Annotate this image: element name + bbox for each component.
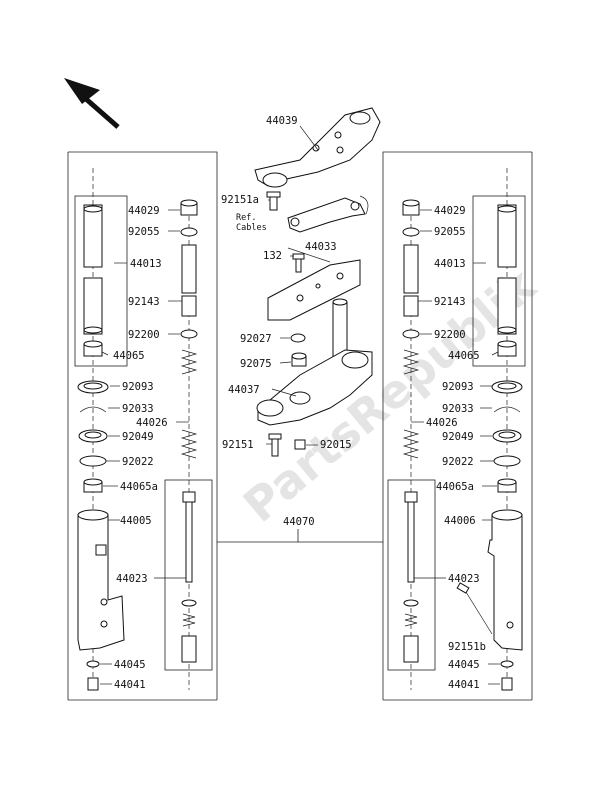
left-seal-92049 xyxy=(78,429,108,443)
right-spacer-92143 xyxy=(403,244,419,317)
label-left-92143: 92143 xyxy=(128,296,160,308)
right-outer-tube-44006 xyxy=(487,509,523,651)
label-right-92049: 92049 xyxy=(442,431,474,443)
right-inner-tube-part xyxy=(497,204,517,335)
left-outer-tube-44005 xyxy=(77,509,125,651)
left-damper-box xyxy=(164,479,213,671)
direction-arrow-icon xyxy=(64,78,120,129)
left-circlip-92033 xyxy=(79,406,107,413)
left-washer-44045 xyxy=(86,660,100,668)
label-left-44041: 44041 xyxy=(114,679,146,691)
left-oring-92055 xyxy=(180,227,198,237)
label-left-92049: 92049 xyxy=(122,431,154,443)
label-left-92093: 92093 xyxy=(122,381,154,393)
left-bolt-44041 xyxy=(87,677,99,691)
left-spacer-92143 xyxy=(181,244,197,317)
annotation-ref: Ref. xyxy=(236,213,256,223)
left-inner-tube-part xyxy=(83,204,103,335)
label-44070: 44070 xyxy=(283,516,315,528)
right-seal-92049 xyxy=(492,429,522,443)
right-washer-92022 xyxy=(493,455,521,467)
left-spring-44026 xyxy=(180,349,198,459)
right-washer-92200 xyxy=(402,329,420,339)
label-right-44029: 44029 xyxy=(434,205,466,217)
label-44037: 44037 xyxy=(228,384,260,396)
label-left-44065a: 44065a xyxy=(120,481,158,493)
right-bushing-44065 xyxy=(497,340,517,357)
right-circlip-92033 xyxy=(493,406,521,413)
bolt-92151-part xyxy=(268,433,282,457)
leader-lines xyxy=(100,125,500,685)
label-right-44041: 44041 xyxy=(448,679,480,691)
label-left-92033: 92033 xyxy=(122,403,154,415)
right-spring-44026 xyxy=(402,349,420,459)
right-bushing-44065a xyxy=(497,478,517,493)
label-right-92151b: 92151b xyxy=(448,641,486,653)
right-washer-44045 xyxy=(500,660,514,668)
washer-92027-part xyxy=(290,333,306,343)
label-right-44065a: 44065a xyxy=(436,481,474,493)
label-left-44005: 44005 xyxy=(120,515,152,527)
label-92027: 92027 xyxy=(240,333,272,345)
label-left-44023: 44023 xyxy=(116,573,148,585)
left-washer-92022 xyxy=(79,455,107,467)
left-washer-92200 xyxy=(180,329,198,339)
label-right-92033: 92033 xyxy=(442,403,474,415)
right-oil-seal-92093 xyxy=(491,380,523,394)
right-oring-92055 xyxy=(402,227,420,237)
label-left-92200: 92200 xyxy=(128,329,160,341)
left-inner-tube-box xyxy=(74,195,128,367)
right-bolt-44041 xyxy=(501,677,513,691)
label-right-92055: 92055 xyxy=(434,226,466,238)
label-44039: 44039 xyxy=(266,115,298,127)
label-92151: 92151 xyxy=(222,439,254,451)
right-damper-box xyxy=(387,479,436,671)
label-left-44013: 44013 xyxy=(130,258,162,270)
label-left-92022: 92022 xyxy=(122,456,154,468)
label-left-92055: 92055 xyxy=(128,226,160,238)
left-damper-rod-44023 xyxy=(181,491,197,663)
annotation-cables: Cables xyxy=(236,223,267,233)
label-right-92022: 92022 xyxy=(442,456,474,468)
label-right-44045: 44045 xyxy=(448,659,480,671)
label-right-44013: 44013 xyxy=(434,258,466,270)
cable-guide-part xyxy=(287,195,369,233)
nut-92015-part xyxy=(294,439,306,450)
label-right-44023: 44023 xyxy=(448,573,480,585)
label-right-92143: 92143 xyxy=(434,296,466,308)
upper-bracket-part xyxy=(254,107,381,188)
label-left-44026: 44026 xyxy=(136,417,168,429)
label-left-44029: 44029 xyxy=(128,205,160,217)
left-fork-frame xyxy=(67,151,299,701)
left-oil-seal-92093 xyxy=(77,380,109,394)
label-92075: 92075 xyxy=(240,358,272,370)
steering-stem-part xyxy=(256,298,373,426)
label-right-44065: 44065 xyxy=(448,350,480,362)
label-left-44045: 44045 xyxy=(114,659,146,671)
right-bolt-92151b xyxy=(456,582,493,635)
left-cap-44029 xyxy=(180,199,198,216)
collar-92075-part xyxy=(291,352,307,367)
right-inner-tube-box xyxy=(472,195,526,367)
label-92015: 92015 xyxy=(320,439,352,451)
right-cap-44029 xyxy=(402,199,420,216)
label-132: 132 xyxy=(263,250,282,262)
label-44033: 44033 xyxy=(305,241,337,253)
bolt-92151a-part xyxy=(266,191,281,211)
label-right-92200: 92200 xyxy=(434,329,466,341)
right-fork-frame xyxy=(298,151,533,701)
label-92151a: 92151a xyxy=(221,194,259,206)
left-bushing-44065 xyxy=(83,340,103,357)
bolt-132-part xyxy=(292,253,305,273)
label-right-92093: 92093 xyxy=(442,381,474,393)
label-left-44065: 44065 xyxy=(113,350,145,362)
right-damper-rod-44023 xyxy=(403,491,419,663)
bracket-44033-part xyxy=(267,259,361,321)
left-bushing-44065a xyxy=(83,478,103,493)
label-right-44006: 44006 xyxy=(444,515,476,527)
label-right-44026: 44026 xyxy=(426,417,458,429)
